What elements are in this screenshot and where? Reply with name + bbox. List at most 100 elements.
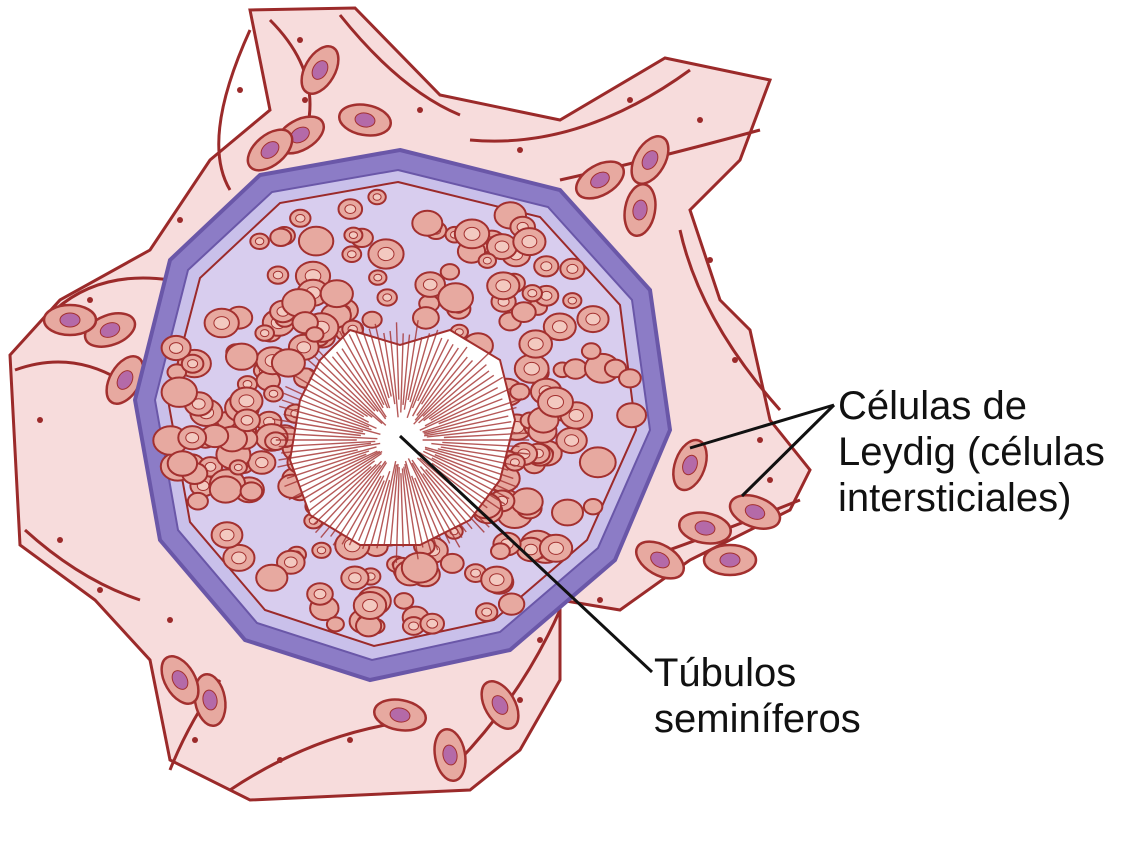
- germ-cell-nucleus: [373, 194, 381, 201]
- germ-cell: [327, 617, 344, 631]
- germ-cell: [210, 476, 242, 502]
- germ-cell-nucleus: [256, 457, 268, 467]
- germ-cell-nucleus: [170, 343, 183, 354]
- germ-cell-nucleus: [549, 542, 564, 554]
- germ-cell-nucleus: [348, 251, 357, 258]
- germ-cell-nucleus: [234, 464, 242, 470]
- interstitial-nucleus-dot: [732, 357, 738, 363]
- germ-cell-nucleus: [214, 317, 230, 330]
- germ-cell-nucleus: [528, 338, 543, 350]
- interstitial-nucleus-dot: [417, 107, 423, 113]
- interstitial-nucleus-dot: [302, 97, 308, 103]
- germ-cell: [363, 312, 382, 328]
- germ-cell: [306, 327, 323, 341]
- germ-cell-nucleus: [568, 297, 576, 304]
- germ-cell: [584, 499, 602, 514]
- germ-cell: [499, 594, 524, 615]
- leydig-label-line-3: intersticiales): [838, 475, 1105, 521]
- germ-cell-nucleus: [464, 227, 480, 240]
- interstitial-nucleus-dot: [627, 97, 633, 103]
- germ-cell: [552, 500, 583, 526]
- interstitial-nucleus-dot: [57, 537, 63, 543]
- germ-cell-nucleus: [296, 215, 305, 223]
- interstitial-nucleus-dot: [97, 587, 103, 593]
- germ-cell-nucleus: [490, 574, 504, 586]
- germ-cell: [256, 565, 287, 591]
- germ-cell: [441, 264, 459, 279]
- germ-cell-nucleus: [528, 290, 537, 297]
- germ-cell-nucleus: [261, 330, 269, 337]
- germ-cell-nucleus: [567, 264, 578, 273]
- germ-cell-nucleus: [483, 257, 491, 264]
- interstitial-nucleus-dot: [192, 737, 198, 743]
- germ-cell-nucleus: [427, 619, 438, 628]
- germ-cell-nucleus: [186, 433, 199, 443]
- interstitial-nucleus-dot: [517, 697, 523, 703]
- interstitial-nucleus-dot: [537, 637, 543, 643]
- germ-cell-nucleus: [383, 294, 392, 301]
- germ-cell-nucleus: [378, 247, 394, 260]
- germ-cell: [580, 447, 616, 477]
- tubulos-label-line-2: seminíferos: [654, 696, 861, 742]
- leydig-label-line-2: Leydig (células: [838, 429, 1105, 475]
- germ-cell-nucleus: [188, 360, 198, 368]
- germ-cell-nucleus: [374, 274, 382, 281]
- germ-cell-nucleus: [586, 313, 600, 325]
- germ-cell: [619, 369, 641, 387]
- germ-cell: [321, 280, 353, 307]
- germ-cell-nucleus: [541, 262, 552, 271]
- leydig-cells-label: Células de Leydig (células intersticiale…: [838, 383, 1105, 521]
- germ-cell: [491, 543, 510, 559]
- germ-cell-nucleus: [349, 573, 361, 583]
- germ-cell-nucleus: [255, 238, 263, 245]
- leydig-cell-icon: [44, 305, 96, 335]
- germ-cell-nucleus: [239, 395, 254, 407]
- germ-cell-nucleus: [524, 362, 539, 375]
- germ-cell: [438, 283, 473, 312]
- leydig-cell-nucleus: [60, 313, 80, 327]
- germ-cell-nucleus: [495, 241, 509, 252]
- germ-cell: [162, 378, 197, 407]
- germ-cell: [168, 451, 197, 476]
- germ-cell: [402, 553, 438, 583]
- interstitial-nucleus-dot: [347, 737, 353, 743]
- interstitial-nucleus-dot: [697, 117, 703, 123]
- leydig-cell-nucleus: [720, 553, 740, 567]
- germ-cell: [564, 359, 587, 378]
- germ-cell-nucleus: [232, 552, 246, 564]
- germ-cell-nucleus: [269, 390, 278, 397]
- leydig-cell-icon: [704, 545, 756, 575]
- germ-cell-nucleus: [220, 529, 234, 541]
- interstitial-nucleus-dot: [87, 297, 93, 303]
- germ-cell: [511, 488, 542, 514]
- germ-cell-nucleus: [363, 599, 378, 611]
- germ-cell: [441, 554, 464, 573]
- germ-cell-nucleus: [522, 236, 537, 248]
- germ-cell: [270, 229, 291, 246]
- germ-cell: [395, 593, 414, 609]
- germ-cell-nucleus: [241, 416, 253, 426]
- seminiferous-tubules-label: Túbulos seminíferos: [654, 650, 861, 742]
- germ-cell-nucleus: [273, 271, 282, 279]
- germ-cell: [510, 384, 529, 400]
- germ-cell-nucleus: [349, 232, 357, 239]
- germ-cell: [299, 227, 333, 256]
- germ-cell-nucleus: [548, 396, 564, 409]
- germ-cell: [412, 211, 442, 236]
- interstitial-nucleus-dot: [757, 437, 763, 443]
- germ-cell: [241, 482, 263, 500]
- germ-cell-nucleus: [423, 279, 437, 290]
- germ-cell-nucleus: [553, 321, 568, 333]
- germ-cell: [188, 493, 208, 510]
- interstitial-nucleus-dot: [517, 147, 523, 153]
- germ-cell: [272, 349, 305, 376]
- germ-cell: [226, 344, 257, 370]
- germ-cell-nucleus: [482, 608, 492, 616]
- leydig-label-line-1: Células de: [838, 383, 1105, 429]
- germ-cell-nucleus: [565, 435, 579, 446]
- interstitial-nucleus-dot: [37, 417, 43, 423]
- interstitial-nucleus-dot: [277, 757, 283, 763]
- germ-cell-nucleus: [317, 547, 325, 554]
- interstitial-nucleus-dot: [707, 257, 713, 263]
- germ-cell-nucleus: [314, 589, 326, 599]
